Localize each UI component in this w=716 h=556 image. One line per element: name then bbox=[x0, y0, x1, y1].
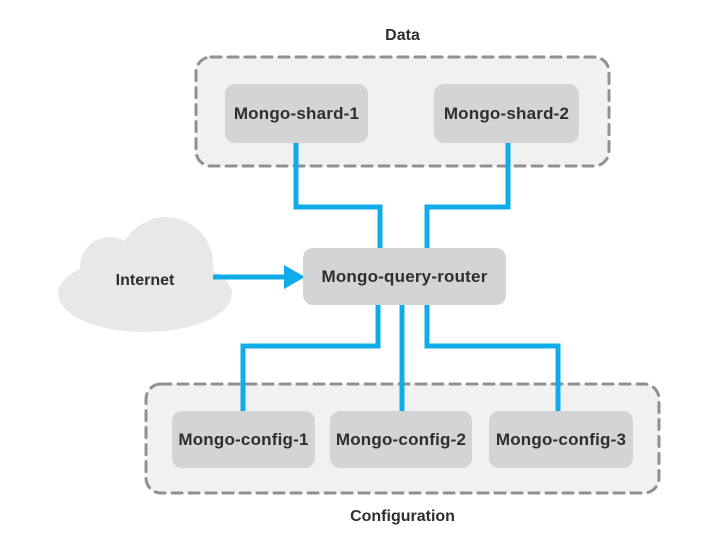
internet-cloud-icon bbox=[58, 217, 232, 332]
node-label: Mongo-config-3 bbox=[495, 429, 627, 449]
internet-label: Internet bbox=[115, 272, 175, 289]
node-mongo-query-router: Mongo-query-router bbox=[303, 248, 506, 305]
edge-shard2-router bbox=[424, 140, 511, 252]
node-mongo-shard-1: Mongo-shard-1 bbox=[225, 84, 368, 143]
edge-router-config3 bbox=[424, 301, 561, 415]
node-label: Mongo-config-1 bbox=[178, 429, 309, 449]
group-configuration-label: Configuration bbox=[350, 508, 455, 525]
group-data-label: Data bbox=[385, 27, 420, 44]
edge-router-config1 bbox=[240, 301, 381, 415]
node-label: Mongo-shard-1 bbox=[233, 103, 360, 123]
node-mongo-config-2: Mongo-config-2 bbox=[330, 411, 472, 468]
node-mongo-config-1: Mongo-config-1 bbox=[172, 411, 315, 468]
edge-internet-router bbox=[213, 265, 305, 289]
node-label: Mongo-config-2 bbox=[335, 429, 467, 449]
node-mongo-shard-2: Mongo-shard-2 bbox=[434, 84, 579, 143]
edge-shard1-router bbox=[293, 140, 383, 252]
node-label: Mongo-shard-2 bbox=[443, 103, 570, 123]
node-mongo-config-3: Mongo-config-3 bbox=[489, 411, 633, 468]
arrowhead-icon bbox=[284, 265, 305, 289]
node-label: Mongo-query-router bbox=[321, 266, 488, 286]
